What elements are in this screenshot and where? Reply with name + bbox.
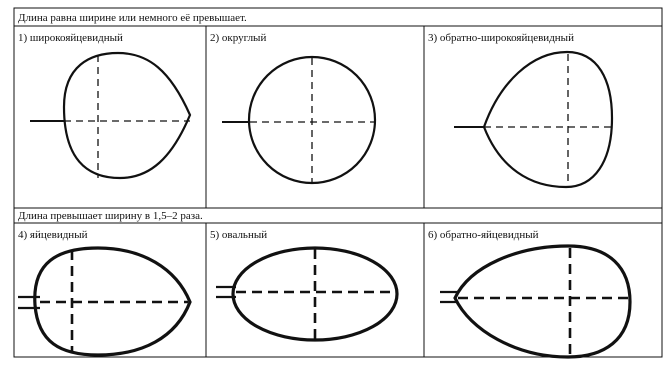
cell-label-3: 3) обратно-широкояйцевидный [428, 32, 574, 44]
table-grid [13, 7, 663, 358]
cell-label-2: 2) округлый [210, 32, 267, 44]
row2-caption: Длина превышает ширину в 1,5–2 раза. [18, 210, 203, 222]
leaf-shape-2 [222, 55, 377, 185]
leaf-shape-3 [454, 50, 614, 189]
leaf-shape-1 [30, 51, 192, 180]
table-border [13, 7, 663, 358]
leaf-shape-6 [440, 244, 632, 359]
cell-label-4: 4) яйцевидный [18, 229, 88, 241]
leaf-outline-6 [453, 244, 632, 359]
row1-caption: Длина равна ширине или немного её превыш… [18, 12, 247, 24]
cell-label-6: 6) обратно-яйцевидный [428, 229, 539, 241]
leaf-outline-1 [62, 51, 192, 180]
cell-label-1: 1) широкояйцевидный [18, 32, 123, 44]
leaf-outline-5 [231, 246, 399, 342]
leaf-shape-4 [18, 246, 192, 357]
leaf-shape-5 [216, 246, 399, 342]
cell-label-5: 5) овальный [210, 229, 268, 241]
leaf-outline-3 [482, 50, 614, 189]
leaf-outline-4 [33, 246, 192, 357]
